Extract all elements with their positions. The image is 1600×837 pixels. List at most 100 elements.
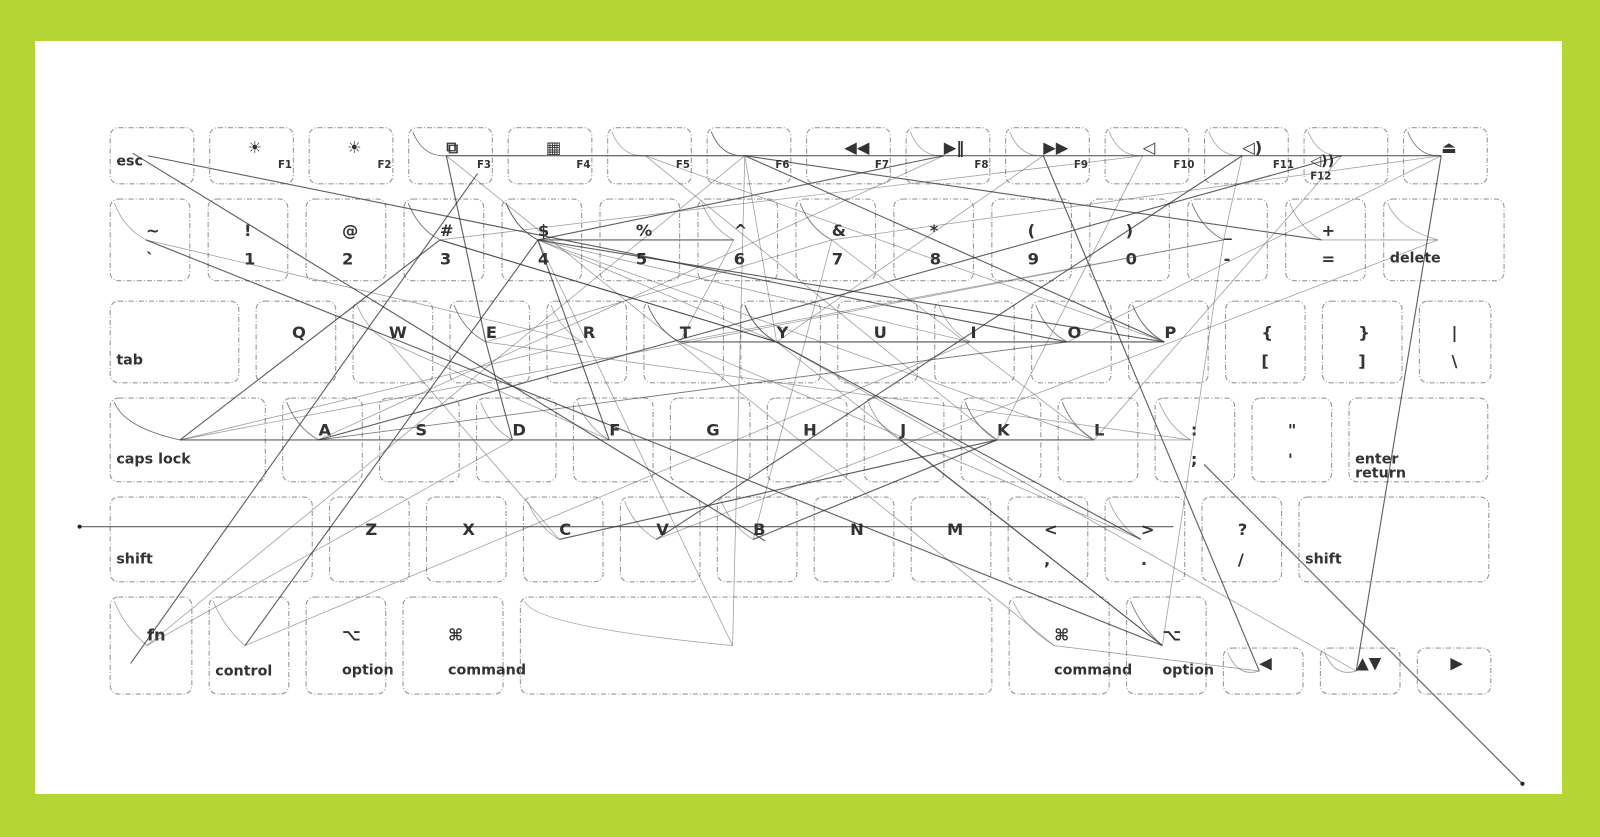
key-sublabel: F7 <box>875 160 889 171</box>
key-1-12 <box>1285 198 1366 282</box>
key-label: > <box>1141 520 1155 539</box>
key-4-8 <box>1007 496 1089 583</box>
key-label: I <box>971 323 977 342</box>
key-sublabel: 5 <box>636 249 647 268</box>
key-label: ◀ <box>1259 654 1272 673</box>
key-stroke <box>1307 131 1342 157</box>
key-stroke <box>577 402 610 441</box>
key-stroke <box>710 131 745 157</box>
trace-line <box>645 155 998 441</box>
key-stroke <box>624 501 657 540</box>
key-0-1 <box>209 127 294 185</box>
key-label: C <box>559 520 571 539</box>
trace-line <box>145 239 583 343</box>
key-label: Q <box>292 323 306 342</box>
key-stroke <box>212 601 246 646</box>
key-4-10 <box>1201 496 1283 583</box>
key-5-5 <box>1008 596 1110 695</box>
key-1-7 <box>795 198 877 282</box>
key-stroke <box>524 600 733 646</box>
key-label: D <box>512 421 526 440</box>
key-stroke <box>113 402 181 441</box>
trace-line <box>776 341 1142 540</box>
key-0-0 <box>109 127 195 185</box>
key-stroke <box>1289 203 1322 241</box>
key-sublabel: 6 <box>734 249 745 268</box>
key-stroke <box>909 131 944 157</box>
key-stroke <box>453 305 487 343</box>
key-label: F <box>609 421 620 440</box>
key-label: tab <box>116 352 143 368</box>
key-stroke <box>1208 131 1243 157</box>
trace-line <box>744 155 778 343</box>
key-sublabel: 2 <box>342 249 353 268</box>
key-label: N <box>850 520 864 539</box>
key-5-6 <box>1125 596 1207 695</box>
key-4-5 <box>716 496 798 583</box>
key-stroke <box>505 203 539 241</box>
key-stroke <box>1387 203 1438 241</box>
key-label: control <box>215 664 272 680</box>
key-stroke <box>1407 131 1442 157</box>
trace-line <box>679 341 1142 540</box>
key-4-9 <box>1104 496 1186 583</box>
key-sublabel: 3 <box>440 249 451 268</box>
key-5-0 <box>109 596 193 695</box>
key-sublabel: , <box>1044 550 1050 569</box>
key-sublabel: F8 <box>974 160 988 171</box>
key-label: K <box>997 421 1011 440</box>
key-stroke <box>1009 131 1044 157</box>
key-stroke <box>744 305 777 343</box>
trace-line <box>179 341 583 441</box>
trace-line <box>1203 464 1523 785</box>
key-2-0 <box>109 300 240 384</box>
trace-line <box>537 155 944 241</box>
key-sublabel: 4 <box>538 249 549 268</box>
key-5-2 <box>305 596 387 695</box>
trace-line <box>996 155 1144 441</box>
key-label: fn <box>147 626 166 645</box>
key-stroke <box>964 402 998 441</box>
trace-line <box>145 239 1163 647</box>
key-sublabel: = <box>1322 249 1336 268</box>
key-stroke <box>744 305 777 343</box>
key-stroke <box>1158 402 1192 441</box>
key-label: shift <box>1305 551 1342 567</box>
key-2-13 <box>1418 300 1492 384</box>
key-label: ▲▼ <box>1356 654 1382 673</box>
drawing-paper <box>35 41 1562 794</box>
key-label: P <box>1164 323 1176 342</box>
trace-line <box>446 155 1055 646</box>
key-label: ) <box>1126 221 1133 240</box>
key-label: R <box>583 323 596 342</box>
trace-line <box>752 439 998 540</box>
trace-line <box>318 341 1068 441</box>
key-stroke <box>1324 652 1357 673</box>
key-sublabel: command <box>1054 663 1132 679</box>
trace-line <box>655 155 1243 540</box>
key-stroke <box>412 131 447 157</box>
key-label: S <box>415 421 427 440</box>
key-2-11 <box>1224 300 1306 384</box>
trace-line <box>645 155 1165 343</box>
trace-line <box>179 239 441 441</box>
key-stroke <box>1191 203 1224 241</box>
key-label: ⌥ <box>1162 626 1181 645</box>
key-label: ⧉ <box>446 138 458 157</box>
trace-line <box>831 155 1442 241</box>
trace-line <box>537 239 1165 343</box>
key-stroke <box>1012 601 1055 646</box>
key-label: B <box>753 520 765 539</box>
trace-line <box>179 239 1224 441</box>
key-3-12 <box>1348 397 1489 483</box>
key-label: ◁ <box>1143 138 1156 157</box>
key-sublabel: ' <box>1288 450 1293 469</box>
key-sublabel: ; <box>1191 450 1198 469</box>
key-sublabel: - <box>1224 249 1231 268</box>
key-stroke <box>611 131 646 157</box>
trace-line <box>439 155 1143 241</box>
key-sublabel: F4 <box>576 160 590 171</box>
trace-dot <box>77 524 82 529</box>
trace-line <box>656 239 1439 540</box>
key-sublabel: . <box>1141 550 1147 569</box>
